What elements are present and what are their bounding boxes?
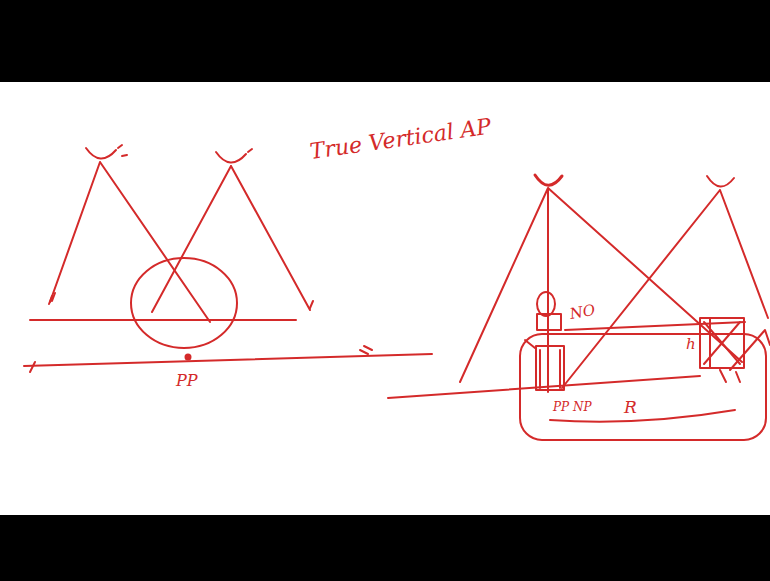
loop-outline — [520, 334, 766, 440]
object-shadow — [730, 330, 770, 370]
point-label: PP — [176, 372, 198, 390]
sight-line — [152, 166, 310, 312]
sight-line — [562, 190, 768, 388]
height-label: h — [686, 336, 696, 353]
object-hatch — [704, 318, 740, 368]
object-box — [537, 314, 561, 330]
object — [537, 292, 555, 316]
eye-mark — [248, 149, 252, 152]
tick — [30, 362, 35, 372]
base-line — [30, 319, 296, 321]
eye-mark — [118, 145, 127, 156]
tick — [49, 293, 55, 304]
tick — [720, 370, 740, 382]
tick — [310, 301, 313, 308]
image-line — [565, 322, 745, 330]
tick — [360, 346, 372, 354]
ground-line — [388, 376, 700, 398]
object-hatch — [540, 350, 560, 388]
eye-left — [86, 148, 116, 159]
principal-point — [186, 355, 191, 360]
overlap-circle — [131, 258, 237, 348]
distance-label: R — [624, 398, 637, 417]
eye-right — [707, 176, 734, 187]
ground-line — [24, 354, 432, 366]
point-label: PP NP — [553, 401, 592, 414]
eye-left — [535, 175, 562, 185]
eye-right — [216, 152, 246, 163]
sight-line — [50, 162, 210, 322]
object-box — [536, 346, 564, 390]
